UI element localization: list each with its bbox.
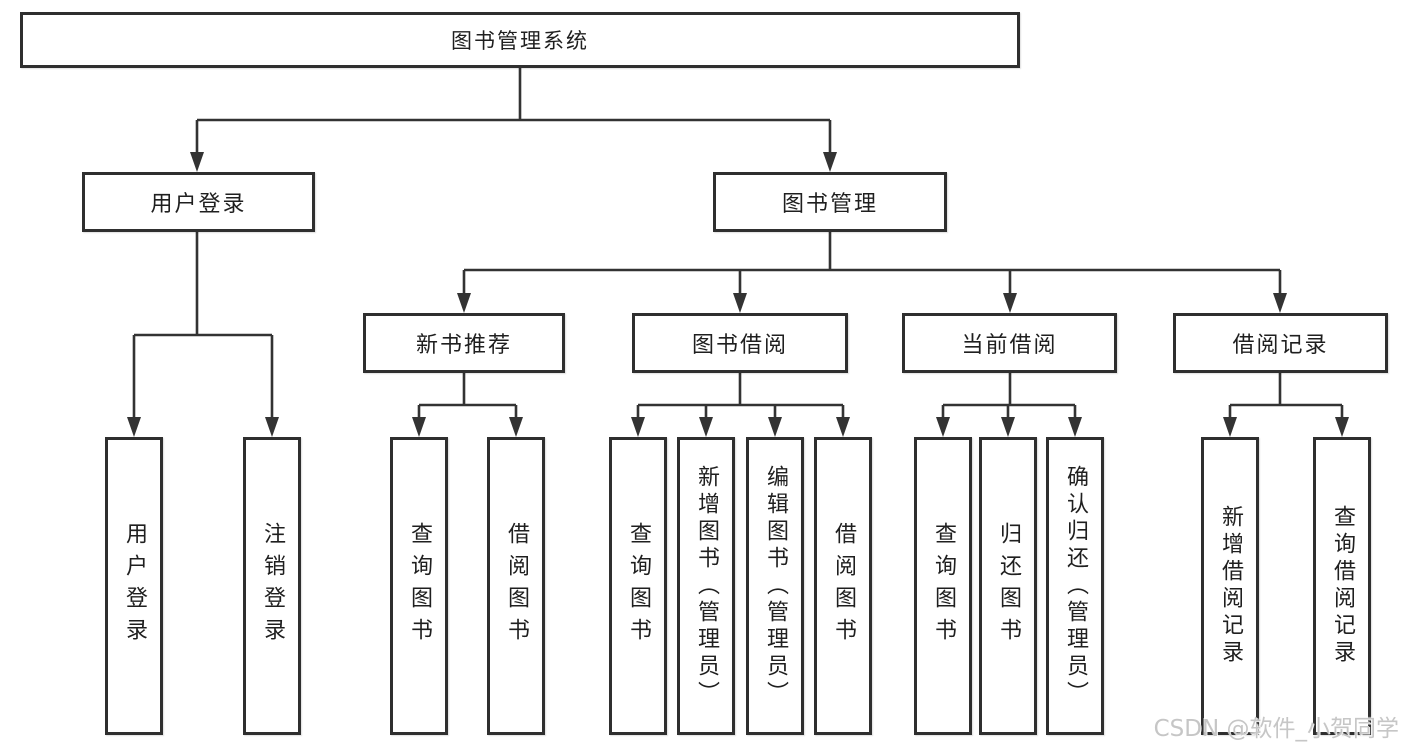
leaf-logout: 注销登录 xyxy=(243,437,301,735)
arrowheads xyxy=(127,152,1349,437)
node-current-borrow: 当前借阅 xyxy=(902,313,1117,373)
arrowhead-icon xyxy=(1223,417,1237,437)
node-book-management: 图书管理 xyxy=(713,172,947,232)
arrowhead-icon xyxy=(768,417,782,437)
leaf-query-books-1: 查询图书 xyxy=(390,437,448,735)
arrowhead-icon xyxy=(1068,417,1082,437)
node-borrow-records: 借阅记录 xyxy=(1173,313,1388,373)
arrowhead-icon xyxy=(1335,417,1349,437)
leaf-query-books-3: 查询图书 xyxy=(914,437,972,735)
leaf-query-books-2: 查询图书 xyxy=(609,437,667,735)
arrowhead-icon xyxy=(127,417,141,437)
arrowhead-icon xyxy=(1003,293,1017,313)
node-new-book-recommend: 新书推荐 xyxy=(363,313,565,373)
leaf-borrow-books-2: 借阅图书 xyxy=(814,437,872,735)
leaf-user-login: 用户登录 xyxy=(105,437,163,735)
node-book-borrow: 图书借阅 xyxy=(632,313,848,373)
leaf-add-borrow-record: 新增借阅记录 xyxy=(1201,437,1259,735)
csdn-watermark: CSDN @软件_小贺同学 xyxy=(1153,716,1399,742)
connector-path xyxy=(132,68,1344,423)
leaf-add-book-admin: 新增图书（管理员） xyxy=(677,437,735,735)
leaf-borrow-books-1: 借阅图书 xyxy=(487,437,545,735)
arrowhead-icon xyxy=(1001,417,1015,437)
arrowhead-icon xyxy=(457,293,471,313)
arrowhead-icon xyxy=(1273,293,1287,313)
arrowhead-icon xyxy=(509,417,523,437)
leaf-edit-book-admin: 编辑图书（管理员） xyxy=(746,437,804,735)
arrowhead-icon xyxy=(265,417,279,437)
arrowhead-icon xyxy=(190,152,204,172)
arrowhead-icon xyxy=(631,417,645,437)
node-user-login: 用户登录 xyxy=(82,172,315,232)
leaf-query-borrow-record: 查询借阅记录 xyxy=(1313,437,1371,735)
node-library-system: 图书管理系统 xyxy=(20,12,1020,68)
arrowhead-icon xyxy=(823,152,837,172)
arrowhead-icon xyxy=(836,417,850,437)
leaf-confirm-return-admin: 确认归还（管理员） xyxy=(1046,437,1104,735)
arrowhead-icon xyxy=(412,417,426,437)
arrowhead-icon xyxy=(699,417,713,437)
arrowhead-icon xyxy=(733,293,747,313)
arrowhead-icon xyxy=(936,417,950,437)
leaf-return-book: 归还图书 xyxy=(979,437,1037,735)
